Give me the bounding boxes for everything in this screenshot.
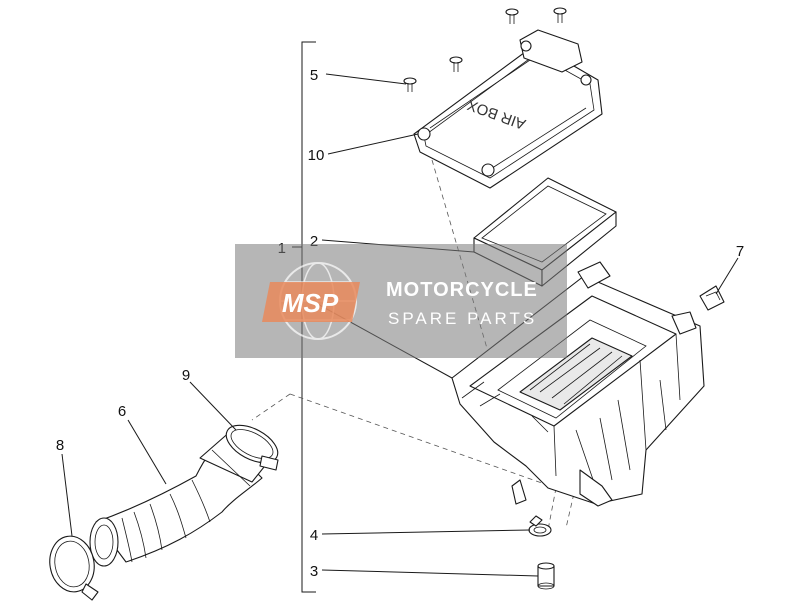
callout-3: 3	[310, 563, 318, 580]
cover-screws	[403, 7, 567, 92]
screw	[505, 8, 519, 24]
screw	[449, 56, 463, 72]
hose-clamp-small	[528, 515, 552, 537]
callout-8: 8	[56, 437, 64, 454]
screw	[553, 7, 567, 23]
watermark-logo-badge	[262, 282, 360, 322]
large-clamp	[49, 535, 99, 601]
drain-plug	[537, 562, 555, 590]
callout-numbers: 1 2 3 4 5 6 7 8 9 10	[56, 67, 744, 580]
screw	[403, 77, 417, 92]
watermark-subtitle: SPARE PARTS	[388, 309, 537, 328]
callout-5: 5	[310, 67, 318, 84]
callout-9: 9	[182, 367, 190, 384]
callout-2: 2	[310, 233, 318, 250]
watermark-logo-text: MSP	[282, 288, 339, 318]
air-box-housing	[451, 261, 705, 507]
watermark-title: MOTORCYCLE	[386, 279, 538, 301]
callout-10: 10	[308, 147, 325, 164]
air-box-cover: AIR BOX	[413, 29, 603, 189]
duct-clamp	[225, 424, 279, 471]
watermark: MSP MOTORCYCLE SPARE PARTS	[235, 244, 567, 358]
intake-duct	[89, 429, 269, 567]
callout-6: 6	[118, 403, 126, 420]
callout-4: 4	[310, 527, 318, 544]
clip-nut	[699, 285, 725, 311]
callout-7: 7	[736, 243, 744, 260]
